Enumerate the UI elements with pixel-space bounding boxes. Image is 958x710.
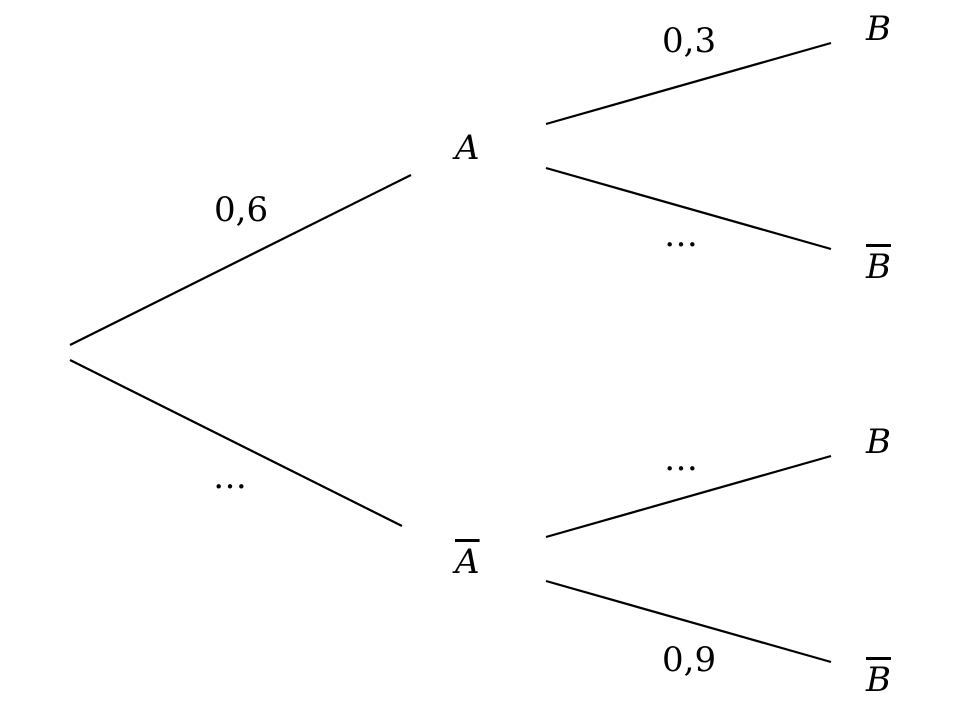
node-B-bar-upper: B	[866, 247, 891, 287]
branch-root-Abar	[69, 359, 403, 527]
branch-A-B	[545, 41, 832, 126]
prob-Abar-Bbar: 0,9	[662, 640, 717, 680]
node-B-bar-lower: B	[866, 660, 891, 700]
branch-root-A	[69, 174, 412, 346]
prob-root-Abar: …	[213, 457, 247, 497]
branch-Abar-Bbar	[545, 579, 832, 664]
prob-A-Bbar: …	[664, 215, 698, 255]
prob-A-B: 0,3	[662, 21, 717, 61]
prob-root-A: 0,6	[214, 190, 269, 230]
branch-Abar-B	[545, 454, 832, 539]
node-B-upper: B	[866, 9, 891, 49]
prob-Abar-B: …	[664, 439, 698, 479]
node-A: A	[455, 128, 480, 168]
node-A-bar: A	[455, 542, 480, 582]
branch-A-Bbar	[545, 166, 832, 251]
node-B-lower: B	[866, 422, 891, 462]
